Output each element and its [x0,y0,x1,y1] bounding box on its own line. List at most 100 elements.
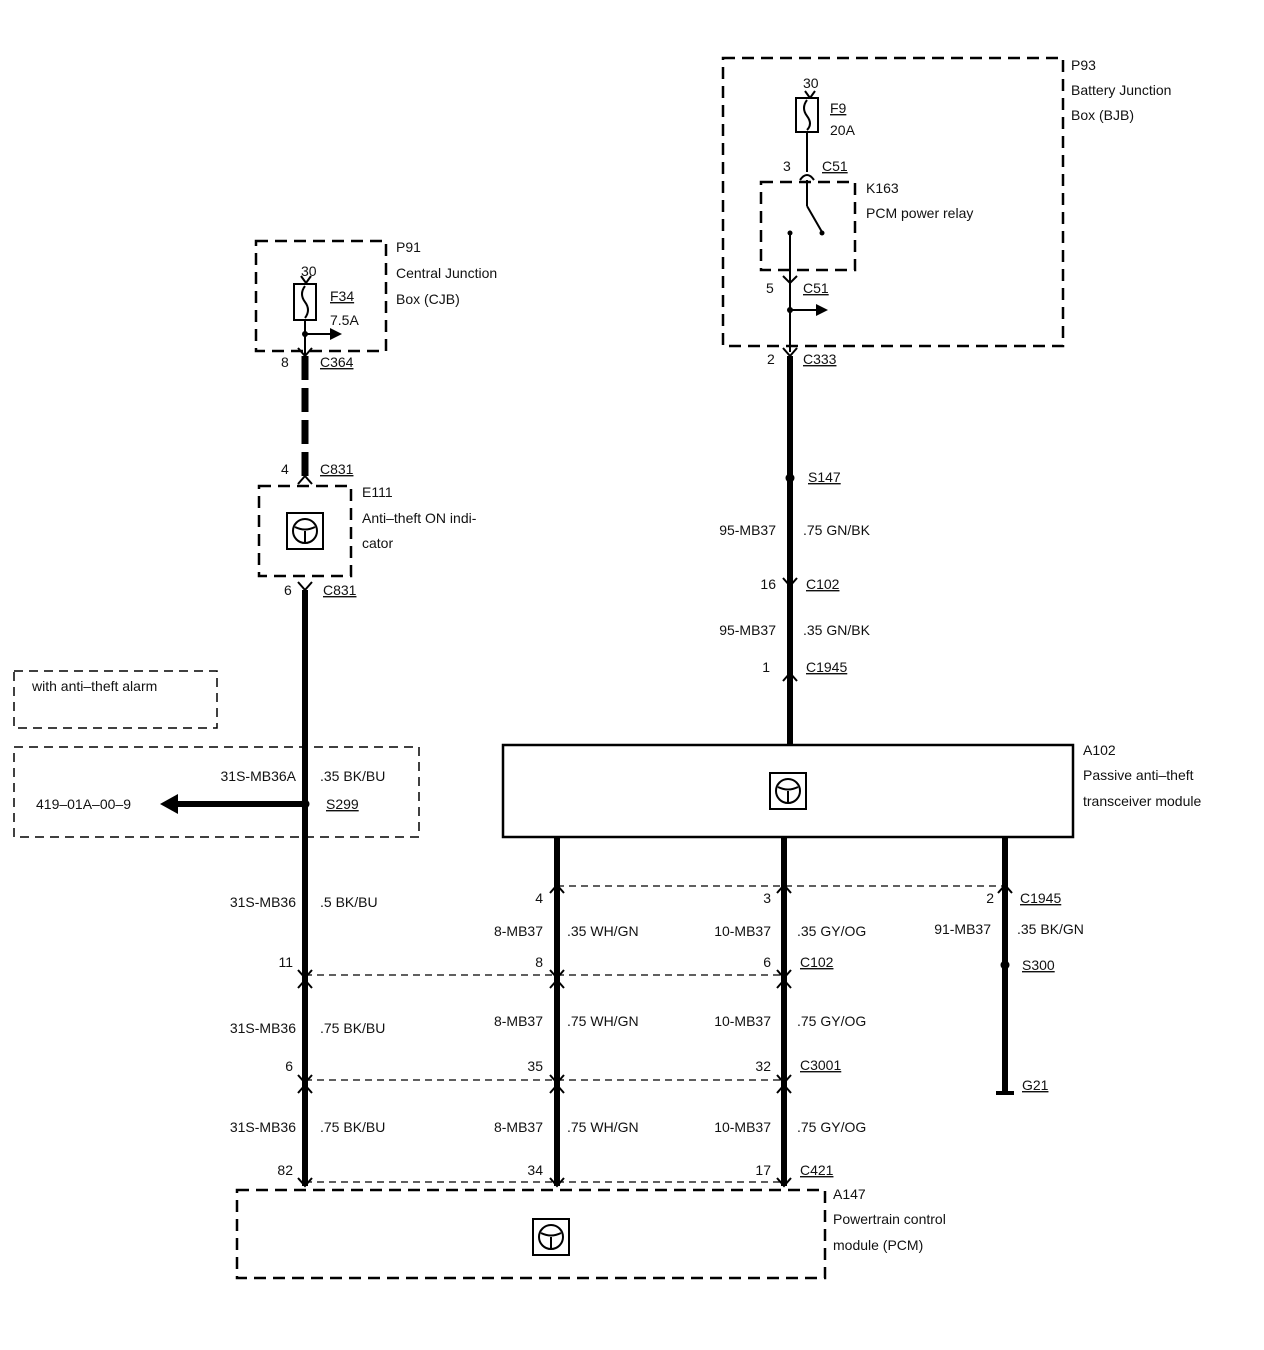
wire-31s-mb36-spec-3: .75 BK/BU [320,1119,385,1135]
wire-10-mb37-circuit-1: 10-MB37 [714,923,771,939]
f34-fuse-element [301,285,309,319]
s300-dot [1000,960,1010,970]
s147-label: S147 [808,469,841,485]
wire-31s-mb36a-circuit: 31S-MB36A [221,768,297,784]
c102-symbol-pin11-top [297,969,313,980]
c333-name: C333 [803,351,837,367]
c831-name-b: C831 [323,582,357,598]
central-junction-box: P91 Central Junction Box (CJB) 30 F34 7.… [254,239,497,355]
c364-pin: 8 [281,354,289,370]
c102-symbol-pin6-top [776,969,792,980]
connector-c421-row: 82 34 17 C421 [277,1162,834,1188]
connector-c102-row: 11 8 6 C102 [278,954,834,989]
c1945-symbol-pin2 [997,883,1013,894]
wire-8-mb37-spec-3: .75 WH/GN [567,1119,639,1135]
k163-switch-arm [806,205,823,233]
s299-label: S299 [326,796,359,812]
c831-symbol-a [297,474,313,485]
f9-fuse-element [803,99,811,131]
wire-31s-mb36-circuit-2: 31S-MB36 [230,1020,296,1036]
wire-8-mb37-circuit-1: 8-MB37 [494,923,543,939]
c102-pin6: 6 [763,954,771,970]
a147-label-line1: Powertrain control [833,1211,946,1227]
c3001-symbol-pin6-bottom [297,1083,313,1094]
reference-label: 419–01A–00–9 [36,796,131,812]
cjb-branch-arrow-icon [330,328,342,340]
cjb-outline [254,239,388,353]
k163-contact-a [819,230,825,236]
a102-label-line2: transceiver module [1083,793,1201,809]
anti-theft-indicator: E111 Anti–theft ON indi- cator [257,484,477,578]
c421-pin34: 34 [527,1162,543,1178]
s300-label: S300 [1022,957,1055,973]
c421-pin17: 17 [755,1162,771,1178]
cjb-label-line2: Box (CJB) [396,291,460,307]
a147-id: A147 [833,1186,866,1202]
battery-junction-box: P93 Battery Junction Box (BJB) 30 F9 20A… [721,56,1171,352]
f34-terminal: 30 [301,263,317,279]
a147-outline [235,1188,827,1280]
e111-label-line2: cator [362,535,393,551]
wire-10-mb37-spec-3: .75 GY/OG [797,1119,866,1135]
bjb-branch-arrow-icon [816,304,828,316]
bjb-outline [721,56,1065,348]
wire-10-mb37-circuit-3: 10-MB37 [714,1119,771,1135]
c51-connector-symbol-b [782,275,798,285]
wire-8-mb37-spec-2: .75 WH/GN [567,1013,639,1029]
bjb-id: P93 [1071,57,1096,73]
cjb-id: P91 [396,239,421,255]
c102-pin8: 8 [535,954,543,970]
connector-c1945-row: 4 3 2 C1945 [535,883,1061,906]
wire-91-mb37-circuit: 91-MB37 [934,921,991,937]
anti-theft-alarm-label: with anti–theft alarm [31,678,157,694]
c1945-symbol-pin4 [549,883,565,894]
k163-id: K163 [866,180,899,196]
wire-31s-mb36-spec-1: .5 BK/BU [320,894,378,910]
c3001-pin6: 6 [285,1058,293,1074]
wire-95-mb37-spec-b: .35 GN/BK [803,622,871,638]
c102-symbol-pin6-bottom [776,978,792,989]
c333-pin: 2 [767,351,775,367]
wire-31s-mb36a-spec: .35 BK/BU [320,768,385,784]
c102-symbol-a [782,577,798,588]
a102-id: A102 [1083,742,1116,758]
c51-name-b: C51 [803,280,829,296]
c102-pin11: 11 [278,954,293,970]
wire-95-mb37-circuit-b: 95-MB37 [719,622,776,638]
c102-name-b: C102 [800,954,834,970]
a102-label-line1: Passive anti–theft [1083,767,1194,783]
c51-name-a: C51 [822,158,848,174]
c3001-pin32: 32 [755,1058,771,1074]
c1945-symbol-pin3 [776,883,792,894]
passive-anti-theft-module: A102 Passive anti–theft transceiver modu… [501,742,1201,839]
c1945-pin3: 3 [763,890,771,906]
c421-pin82: 82 [277,1162,293,1178]
c1945-pin1: 1 [762,659,770,675]
c3001-symbol-pin32-bottom [776,1083,792,1094]
a102-steering-wheel-icon [775,778,801,804]
wire-31s-mb36-circuit-3: 31S-MB36 [230,1119,296,1135]
c3001-symbol-pin6-top [297,1074,313,1085]
c102-symbol-pin8-bottom [549,978,565,989]
c51-pin5: 5 [766,280,774,296]
c3001-symbol-pin32-top [776,1074,792,1085]
k163-label: PCM power relay [866,205,973,221]
wire-91-mb37-spec: .35 BK/GN [1017,921,1084,937]
s147-dot [785,473,795,483]
c3001-symbol-pin35-top [549,1074,565,1085]
a147-steering-wheel-icon [538,1224,564,1250]
e111-outline [257,484,353,578]
c831-symbol-b [297,581,313,592]
powertrain-control-module: A147 Powertrain control module (PCM) [235,1186,946,1280]
f34-rating: 7.5A [330,312,359,328]
c831-pin4: 4 [281,461,289,477]
wire-10-mb37-spec-2: .75 GY/OG [797,1013,866,1029]
wire-10-mb37-spec-1: .35 GY/OG [797,923,866,939]
c3001-symbol-pin35-bottom [549,1083,565,1094]
c421-name: C421 [800,1162,834,1178]
f9-rating: 20A [830,122,856,138]
e111-steering-wheel-icon [292,518,318,544]
s299-option-box [13,746,420,838]
a147-label-line2: module (PCM) [833,1237,923,1253]
